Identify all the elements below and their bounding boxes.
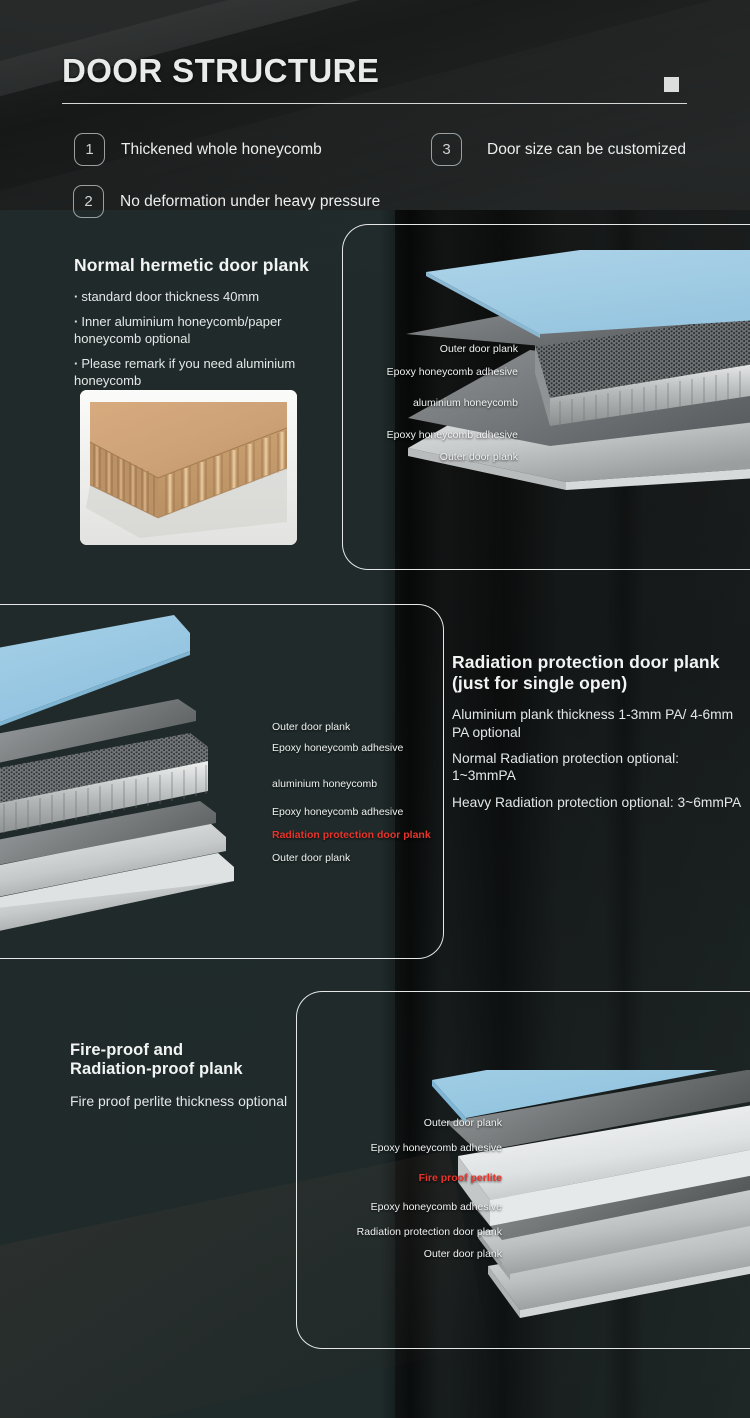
diagram-2-label-4: Epoxy honeycomb adhesive xyxy=(272,806,404,818)
section-1-bullet-3: Please remark if you need aluminium hone… xyxy=(74,356,336,389)
paper-honeycomb-photo xyxy=(80,390,297,545)
feature-badge-3: 3 xyxy=(431,133,462,166)
section-3-exploded-diagram xyxy=(370,1021,750,1350)
feature-badge-2: 2 xyxy=(73,185,104,218)
feature-item-3: 3 Door size can be customized xyxy=(431,133,686,166)
section-1-outline-card xyxy=(342,224,750,570)
section-3-heading-line2: Radiation-proof plank xyxy=(70,1060,243,1079)
diagram-1-label-3: aluminium honeycomb xyxy=(412,397,518,409)
diagram-2-label-2: Epoxy honeycomb adhesive xyxy=(272,742,404,754)
diagram-1-label-4: Epoxy honeycomb adhesive xyxy=(386,429,518,441)
section-2-exploded-diagram xyxy=(0,615,290,935)
header: DOOR STRUCTURE 1 Thickened whole honeyco… xyxy=(0,0,750,230)
diagram-3-label-2: Epoxy honeycomb adhesive xyxy=(370,1142,502,1154)
diagram-2-label-6: Outer door plank xyxy=(272,852,351,864)
feature-badge-1: 1 xyxy=(74,133,105,166)
title-square-marker xyxy=(664,77,679,92)
diagram-3-label-3-highlight: Fire proof perlite xyxy=(418,1172,502,1184)
diagram-1-svg xyxy=(406,225,750,490)
diagram-3-svg xyxy=(432,1021,750,1318)
section-2-outline-card xyxy=(0,604,444,959)
section-2-paragraph-2: Normal Radiation protection optional: 1~… xyxy=(452,751,680,784)
section-2-heading: Radiation protection door plank (just fo… xyxy=(452,652,744,693)
diagram-3-label-4: Epoxy honeycomb adhesive xyxy=(370,1201,502,1213)
section-3-heading-line1: Fire-proof and xyxy=(70,1041,184,1059)
section-1-bullet-2: Inner aluminium honeycomb/paper honeycom… xyxy=(74,314,336,347)
section-3-paragraph-1: Fire proof perlite thickness optional xyxy=(70,1092,288,1109)
photo-illustration xyxy=(80,390,297,545)
title-divider xyxy=(62,103,687,104)
diagram-1-label-5: Outer door plank xyxy=(439,451,518,463)
diagram-2-label-5-highlight: Radiation protection door plank xyxy=(272,829,431,841)
diagram-1-label-2: Epoxy honeycomb adhesive xyxy=(386,366,518,378)
diagram-1-label-1: Outer door plank xyxy=(439,343,518,355)
diagram-2-label-3: aluminium honeycomb xyxy=(272,778,378,790)
section-2-paragraph-3: Heavy Radiation protection optional: 3~6… xyxy=(452,794,742,810)
diagram-2-svg xyxy=(0,615,234,931)
diagram-3-label-1: Outer door plank xyxy=(423,1117,502,1129)
section-1-exploded-diagram xyxy=(390,225,750,550)
feature-item-2: 2 No deformation under heavy pressure xyxy=(73,185,380,218)
diagram-3-label-5: Radiation protection door plank xyxy=(356,1226,502,1238)
section-2-paragraph-1: Aluminium plank thickness 1-3mm PA/ 4-6m… xyxy=(452,707,734,740)
section-1-bullet-1: standard door thickness 40mm xyxy=(74,289,336,306)
section-2-text-block: Radiation protection door plank (just fo… xyxy=(452,652,744,820)
page-title: DOOR STRUCTURE xyxy=(62,52,380,89)
section-2-heading-line2: (just for single open) xyxy=(452,672,628,693)
section-3-outline-card xyxy=(296,991,750,1349)
section-1-text-block: Normal hermetic door plank standard door… xyxy=(74,255,336,398)
feature-label-3: Door size can be customized xyxy=(487,140,687,158)
feature-label-1: Thickened whole honeycomb xyxy=(121,140,322,158)
feature-item-1: 1 Thickened whole honeycomb xyxy=(74,133,322,166)
section-2-heading-line1: Radiation protection door plank xyxy=(452,652,720,672)
section-3-heading: Fire-proof and Radiation-proof plank xyxy=(70,1041,300,1080)
diagram-2-label-1: Outer door plank xyxy=(272,721,351,733)
section-3-text-block: Fire-proof and Radiation-proof plank Fir… xyxy=(70,1041,300,1119)
section-1-heading: Normal hermetic door plank xyxy=(74,255,310,275)
diagram-3-label-6: Outer door plank xyxy=(423,1248,502,1260)
feature-label-2: No deformation under heavy pressure xyxy=(120,192,381,210)
